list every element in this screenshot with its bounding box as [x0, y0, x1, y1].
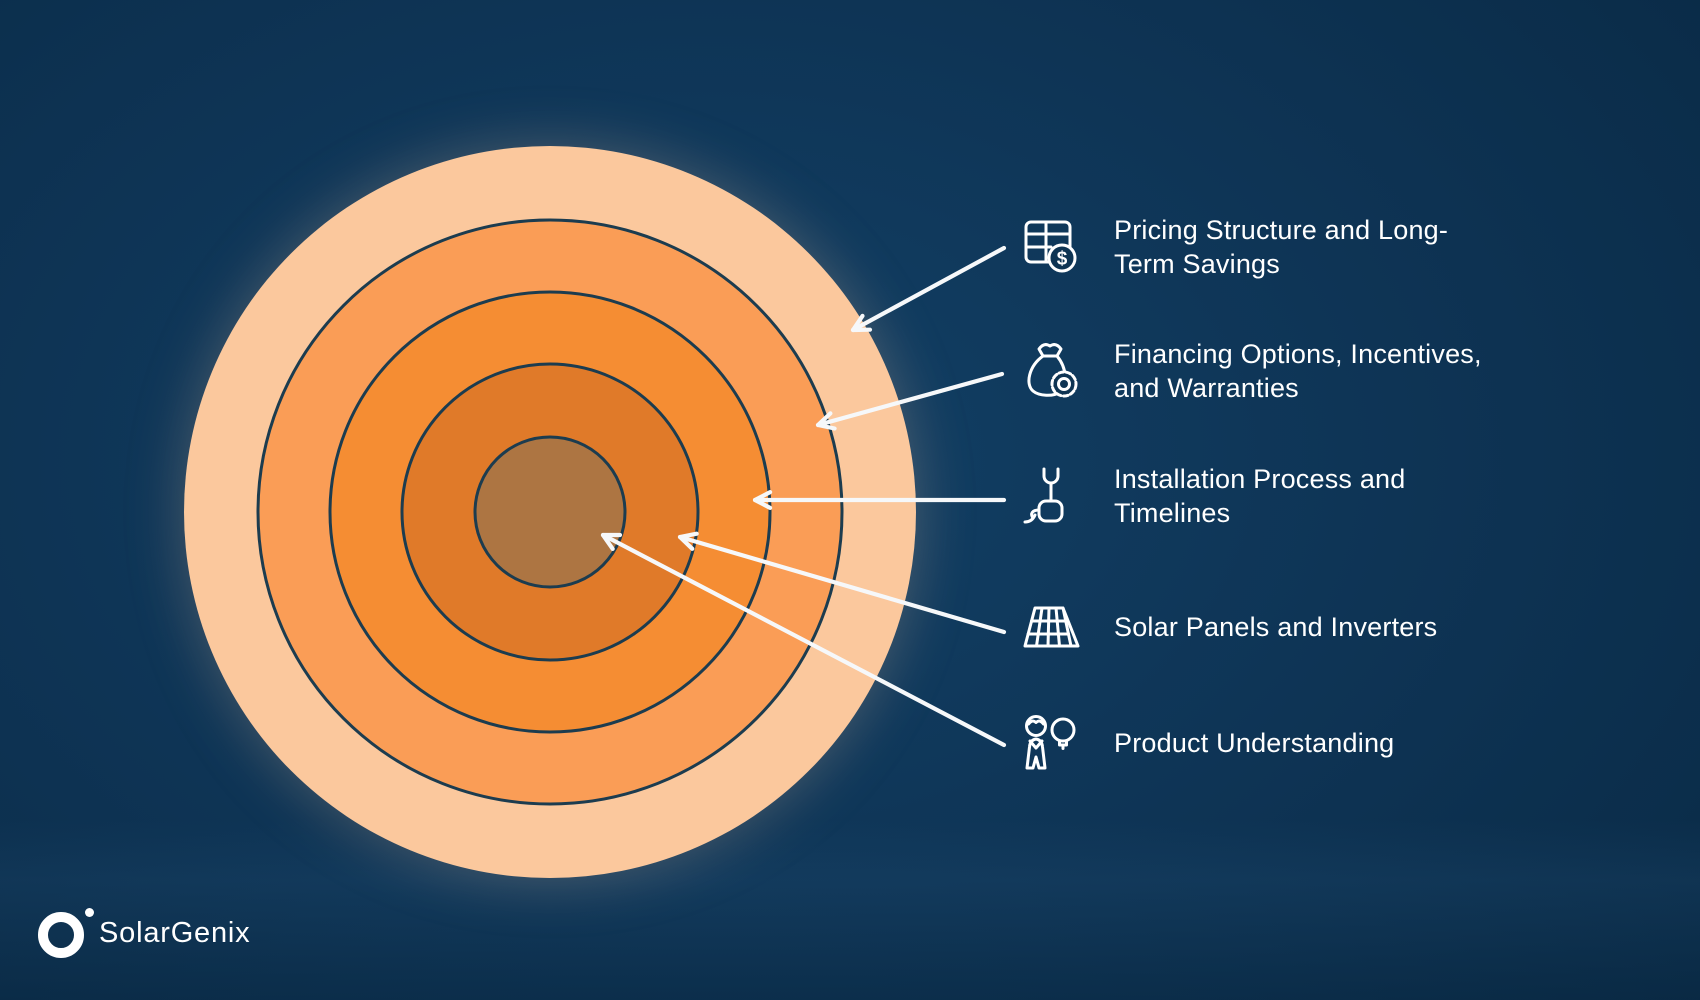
arrowhead-icon — [600, 532, 623, 551]
callout-label-line: Financing Options, Incentives, — [1114, 339, 1482, 369]
logo-dot-icon — [85, 908, 94, 917]
callout-arrow-2 — [815, 371, 1005, 431]
arrowhead-icon — [815, 411, 837, 431]
svg-text:$: $ — [1057, 249, 1068, 270]
ring-5 — [473, 435, 627, 589]
pricing-table-icon: $ — [1012, 211, 1090, 283]
callout-label-line: Term Savings — [1114, 249, 1280, 279]
callout-label-line: Installation Process and — [1114, 464, 1406, 494]
callout-4: Solar Panels and Inverters — [1012, 587, 1437, 667]
callout-2: Financing Options, Incentives, and Warran… — [1012, 331, 1482, 411]
callout-label: Financing Options, Incentives, and Warran… — [1114, 337, 1482, 405]
callout-label-line: Product Understanding — [1114, 728, 1395, 758]
callout-arrow-3 — [752, 490, 1007, 510]
arrowhead-icon — [850, 313, 873, 333]
callout-label-line: and Warranties — [1114, 373, 1299, 403]
callout-label: Solar Panels and Inverters — [1114, 610, 1437, 644]
brand-name: SolarGenix — [99, 917, 251, 949]
callout-label-line: Pricing Structure and Long- — [1114, 215, 1449, 245]
callout-arrow-5 — [600, 532, 1007, 748]
wrench-hand-icon — [1012, 460, 1090, 532]
callout-label-line: Timelines — [1114, 498, 1231, 528]
arrowhead-icon — [752, 490, 773, 510]
callout-arrow-1 — [850, 245, 1007, 333]
callout-1: $ Pricing Structure and Long- Term Savings — [1012, 207, 1448, 287]
logo-ring-icon — [38, 908, 94, 958]
money-bag-icon — [1012, 335, 1090, 407]
callout-label-line: Solar Panels and Inverters — [1114, 612, 1438, 642]
arrowhead-icon — [677, 531, 699, 551]
callout-5: Product Understanding — [1012, 703, 1394, 783]
callout-label: Pricing Structure and Long- Term Savings — [1114, 213, 1448, 281]
callout-label: Product Understanding — [1114, 726, 1394, 760]
solar-panel-icon — [1012, 591, 1090, 663]
brand-logo: SolarGenix — [38, 908, 251, 958]
person-idea-icon — [1012, 707, 1090, 779]
callout-arrow-4 — [677, 531, 1007, 635]
